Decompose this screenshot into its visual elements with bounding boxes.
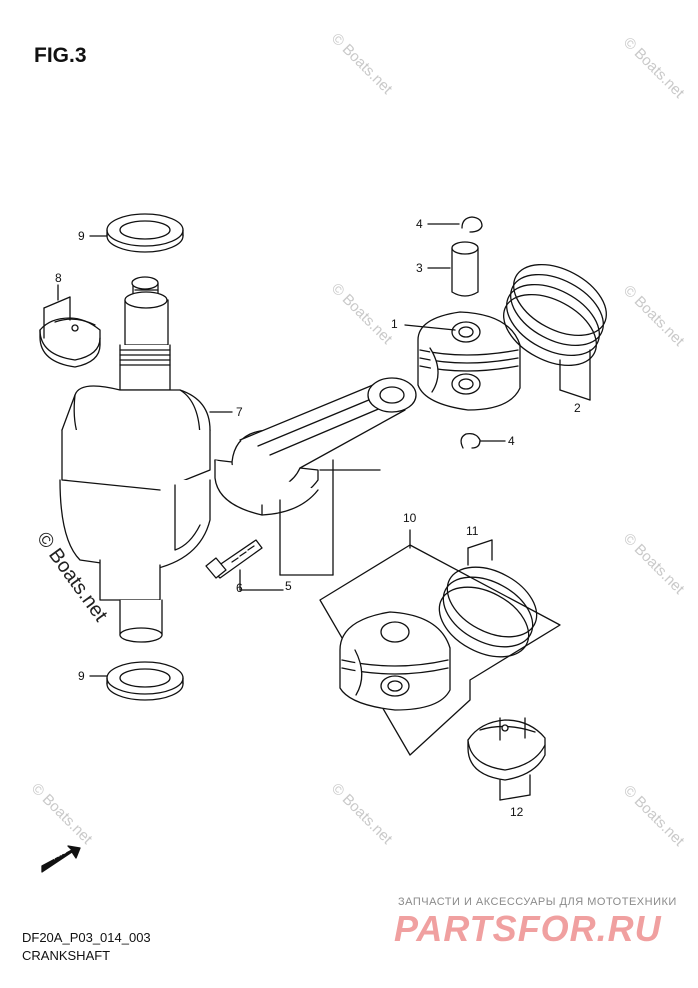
callout-10: 10 <box>403 511 417 525</box>
callout-2: 2 <box>574 401 581 415</box>
piston-ring-std-set <box>438 566 538 658</box>
callout-12: 12 <box>510 805 524 819</box>
conrod-bolt <box>205 539 263 579</box>
callout-8: 8 <box>55 271 62 285</box>
oil-seal-lower <box>106 661 184 701</box>
main-bearing-upper <box>39 296 101 368</box>
piston-ring-set <box>503 263 607 367</box>
callout-9-upper: 9 <box>78 229 85 243</box>
fwd-arrow-icon <box>41 845 81 873</box>
crankshaft <box>59 276 211 643</box>
callout-6: 6 <box>236 581 243 595</box>
callout-1: 1 <box>391 317 398 331</box>
callout-4-upper: 4 <box>416 217 423 231</box>
piston-std <box>339 611 451 711</box>
callout-3: 3 <box>416 261 423 275</box>
callout-7: 7 <box>236 405 243 419</box>
callout-5: 5 <box>285 579 292 593</box>
callout-11: 11 <box>466 524 479 538</box>
drawing-code: DF20A_P03_014_003 <box>22 930 151 945</box>
circlip-upper <box>461 216 483 233</box>
piston <box>417 311 521 411</box>
figure-title: FIG.3 <box>34 44 87 67</box>
connecting-rod <box>214 377 417 516</box>
circlip-lower <box>460 432 481 449</box>
crankpin-bearing <box>467 719 546 781</box>
shop-watermark-brand: PARTSFOR.RU <box>394 908 662 949</box>
piston-pin <box>451 241 479 297</box>
callout-9-lower: 9 <box>78 669 85 683</box>
callout-4-lower: 4 <box>508 434 515 448</box>
drawing-name: CRANKSHAFT <box>22 948 111 963</box>
shop-watermark-subtitle: ЗАПЧАСТИ И АКСЕССУАРЫ ДЛЯ МОТОТЕХНИКИ <box>398 896 677 908</box>
oil-seal-upper <box>106 213 184 253</box>
